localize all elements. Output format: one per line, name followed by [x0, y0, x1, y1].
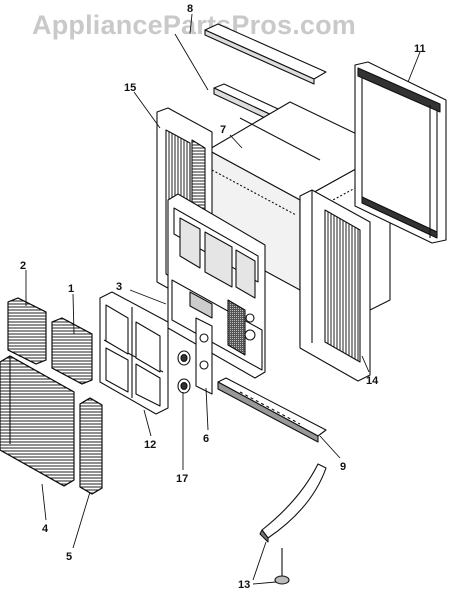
callout-14: 14	[366, 375, 379, 387]
part-11-cover-frame	[354, 61, 447, 244]
callout-3: 3	[116, 281, 122, 293]
part-3-chassis-frame	[167, 193, 266, 379]
callout-5: 5	[66, 551, 72, 563]
part-2-louver	[7, 297, 47, 365]
callout-4: 4	[42, 523, 49, 535]
part-9-bottom-rail	[217, 377, 327, 443]
callout-7: 7	[220, 124, 226, 136]
callout-labels: 1 2 3 4 5 6 7 8 9 11 12 13 14 15 17	[20, 3, 426, 591]
callout-13: 13	[238, 579, 250, 591]
part-12-filter	[99, 291, 169, 415]
callout-6: 6	[203, 433, 209, 445]
callout-2: 2	[20, 260, 26, 272]
part-5-side-grille	[79, 397, 103, 495]
part-14-side-panel-right	[299, 189, 371, 382]
callout-9: 9	[340, 461, 346, 473]
callout-15: 15	[124, 82, 136, 94]
part-1-louver	[51, 317, 93, 385]
part-4-front-grille	[0, 355, 75, 487]
callout-12: 12	[144, 439, 156, 451]
watermark: AppliancePartsPros.com	[32, 10, 357, 40]
callout-8: 8	[187, 3, 193, 15]
leader-lines	[25, 13, 421, 585]
part-13-base-rail	[259, 463, 327, 585]
callout-1: 1	[68, 283, 74, 295]
callout-11: 11	[414, 43, 426, 55]
part-17-knobs	[177, 350, 191, 394]
callout-17: 17	[176, 473, 188, 485]
part-6-control-plate	[195, 317, 213, 395]
